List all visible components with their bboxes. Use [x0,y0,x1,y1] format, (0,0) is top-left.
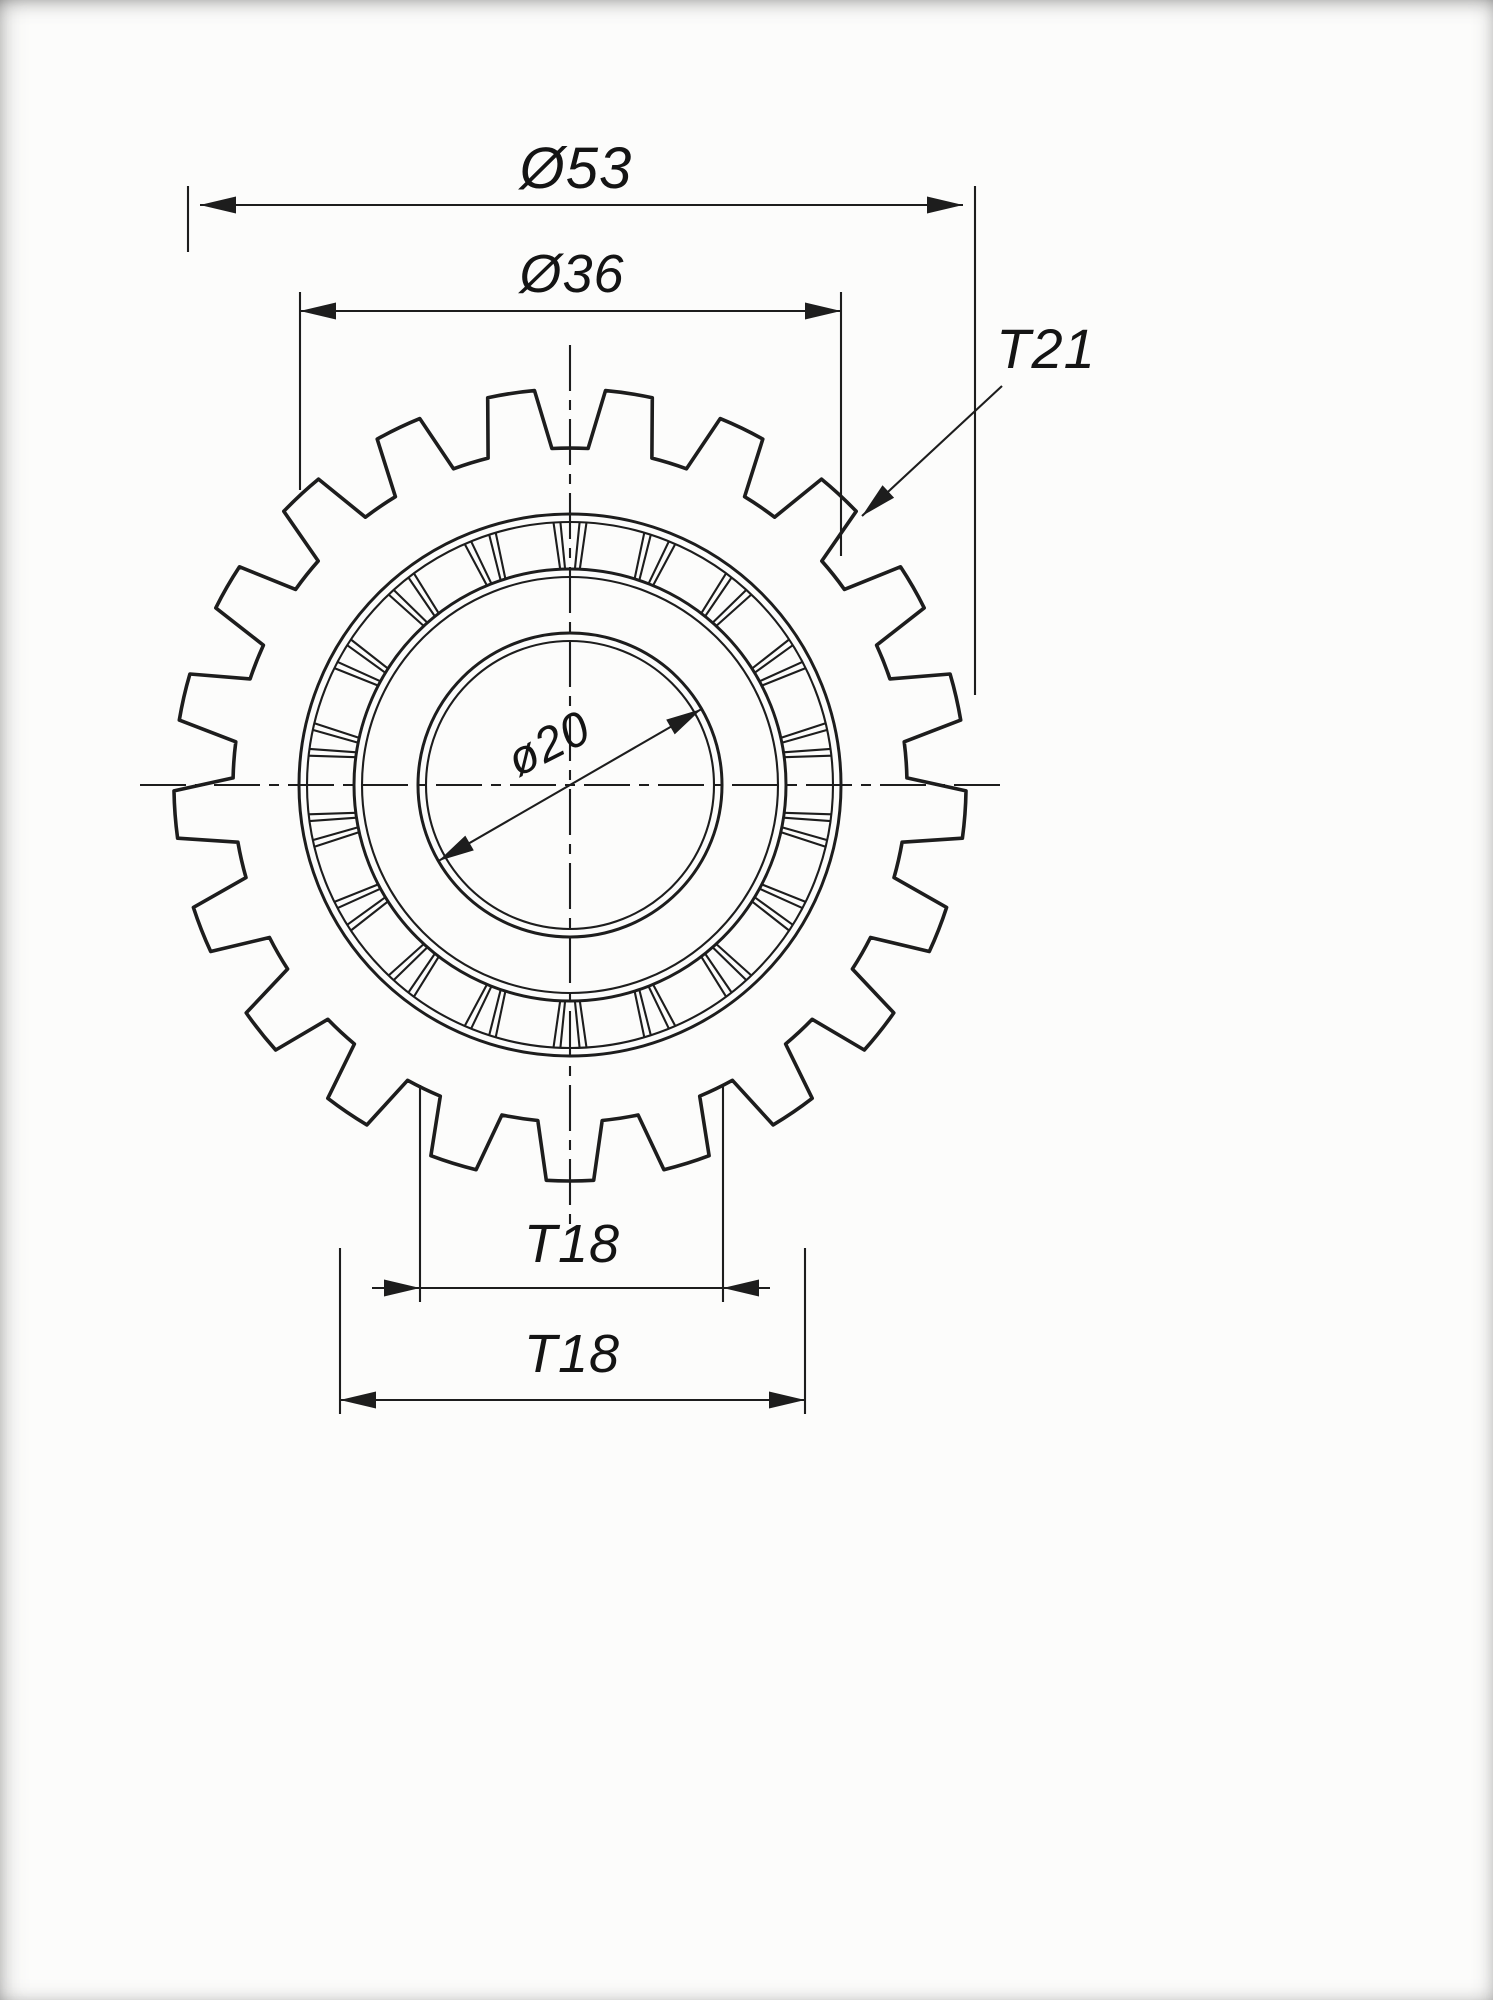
spline-tooth-line [783,747,831,754]
t18-upper-arrow-left [384,1279,420,1297]
spline-tooth-line [784,811,832,816]
spline-tooth-line [711,589,748,624]
spline-tooth-line [488,534,502,581]
spline-tooth-line [309,747,357,754]
teeth-count-outer-label: T21 [996,317,1096,380]
spline-tooth-line [337,887,381,910]
gear-outline [172,388,968,1183]
spline-tooth-line [578,1000,588,1048]
spline-tooth-line [407,576,436,617]
spline-tooth-line [761,883,806,903]
spline-tooth-line [308,754,356,759]
dim-20-arrow-lower [438,835,474,861]
spline-tooth-line [387,593,425,627]
spline-tooth-line [652,543,677,587]
spline-tooth-line [470,540,493,585]
spline-tooth-line [573,1000,581,1048]
spline-tooth-line [314,722,360,739]
spline-tooth-line [387,943,425,977]
spline-tooth-line [312,826,359,842]
spline-tooth-line [392,589,429,624]
spline-tooth-line [633,990,646,1038]
spline-tooth-line [784,754,832,759]
spline-tooth-line [780,722,826,739]
t18-lower-arrow-left [340,1391,376,1409]
spline-tooth-line [781,826,828,842]
dim-53-arrow-left [200,196,236,214]
spline-tooth-line [700,572,727,614]
dim-20-line [437,708,703,862]
spline-tooth-line [334,667,379,687]
spline-tooth-line [652,983,677,1027]
spline-tooth-line [781,728,828,744]
dim-36-arrow-right [805,302,841,320]
spline-tooth-line [578,522,588,570]
spline-tooth-line [715,593,753,627]
spline-tooth-line [753,644,794,674]
spline-tooth-line [783,816,831,823]
spline-tooth-line [463,543,488,587]
spline-tooth-line [753,896,794,926]
spline-tooth-line [346,644,387,674]
spline-tooth-line [413,572,440,614]
spline-tooth-line [761,667,806,687]
spline-tooth-line [314,831,360,848]
spline-tooth-line [573,522,581,570]
spline-tooth-line [350,900,389,932]
label-layer: Ø53 Ø36 ø20 T21 T18 T18 [499,136,1096,1384]
spline-tooth-line [780,831,826,848]
spline-tooth-line [312,728,359,744]
spline-tooth-line [559,522,567,570]
dim-36-arrow-left [300,302,336,320]
spline-tooth-line [715,943,753,977]
spline-tooth-line [638,989,652,1036]
spline-tooth-line [392,946,429,981]
spline-tooth-line [751,900,790,932]
spline-tooth-line [337,660,381,683]
spline-tooth-line [751,638,790,670]
dim-outer-diameter-label: Ø53 [518,136,633,201]
t21-leader-arrow [862,485,895,516]
teeth-count-inner-lower-label: T18 [524,1324,620,1384]
spline-tooth-line [552,522,562,570]
geometry-layer [140,186,1005,1414]
spline-tooth-line [488,989,502,1036]
dim-53-arrow-right [927,196,963,214]
spline-tooth-line [407,953,436,994]
dim-bore-diameter-label: ø20 [499,701,599,787]
spline-tooth-line [704,953,733,994]
spline-tooth-line [308,811,356,816]
t18-lower-arrow-right [769,1391,805,1409]
spline-tooth-line [704,576,733,617]
spline-tooth-line [638,534,652,581]
spline-tooth-line [552,1000,562,1048]
spline-tooth-line [647,985,670,1030]
spline-tooth-line [633,532,646,580]
spline-tooth-line [413,956,440,998]
spline-tooth-line [647,540,670,585]
spline-tooth-line [470,985,493,1030]
spline-tooth-line [759,660,803,683]
spline-tooth-line [350,638,389,670]
spline-tooth-line [346,896,387,926]
spline-tooth-line [463,983,488,1027]
spline-tooth-line [700,956,727,998]
dim-20-arrow-upper [666,709,702,735]
spline-tooth-line [494,990,507,1038]
spline-tooth-line [494,532,507,580]
spline-tooth-line [309,816,357,823]
dim-ring-diameter-label: Ø36 [517,244,624,304]
teeth-count-inner-upper-label: T18 [524,1214,620,1274]
spline-tooth-line [334,883,379,903]
spline-tooth-line [559,1000,567,1048]
t18-upper-arrow-right [723,1279,759,1297]
spline-tooth-line [759,887,803,910]
spline-tooth-line [711,946,748,981]
